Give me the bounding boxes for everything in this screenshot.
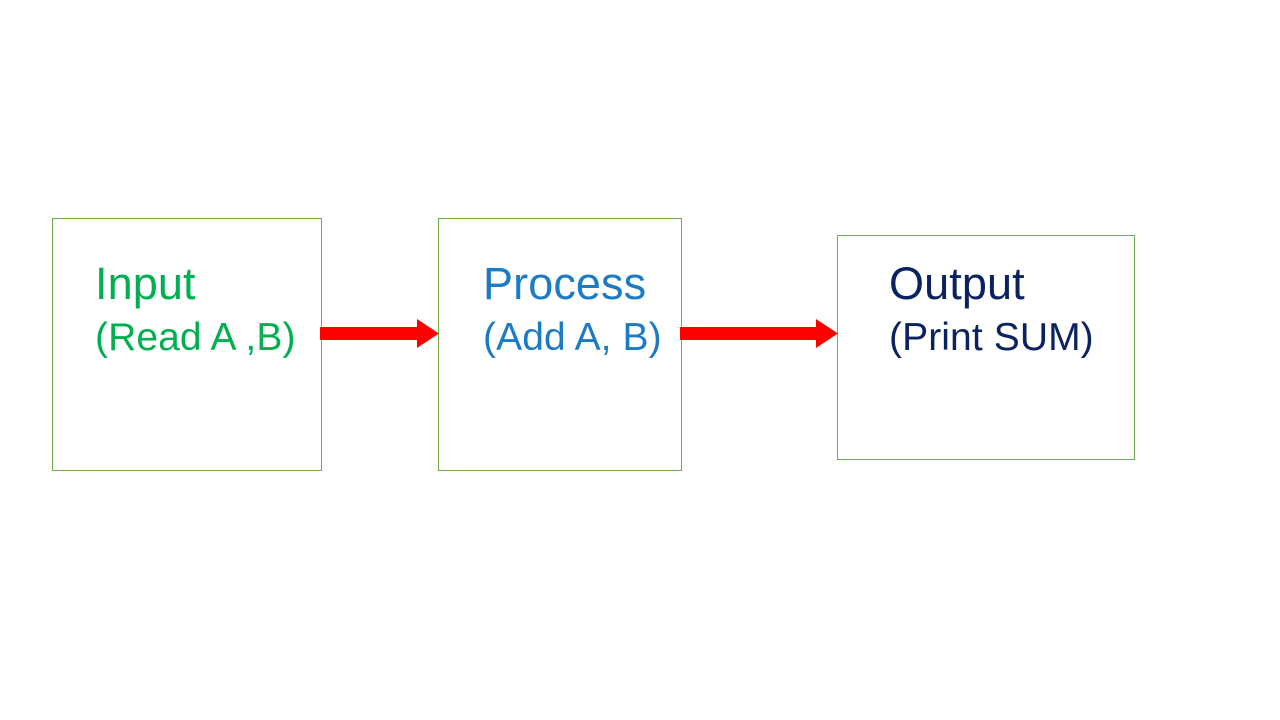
node-process-subtitle: (Add A, B) xyxy=(483,315,662,359)
arrow-right-icon xyxy=(320,319,439,348)
node-process-text: Process (Add A, B) xyxy=(483,255,662,363)
flowchart-node-process[interactable]: Process (Add A, B) xyxy=(438,218,682,471)
connector-process-to-output[interactable] xyxy=(680,310,839,358)
node-output-title: Output xyxy=(889,258,1025,309)
node-input-subtitle: (Read A ,B) xyxy=(95,315,296,359)
node-output-subtitle: (Print SUM) xyxy=(889,315,1094,359)
node-output-text: Output (Print SUM) xyxy=(889,255,1094,363)
flowchart-node-input[interactable]: Input (Read A ,B) xyxy=(52,218,322,471)
node-process-title: Process xyxy=(483,258,647,309)
connector-input-to-process[interactable] xyxy=(320,310,440,358)
arrow-right-icon xyxy=(680,319,838,348)
flowchart-node-output[interactable]: Output (Print SUM) xyxy=(837,235,1135,460)
node-input-text: Input (Read A ,B) xyxy=(95,255,296,363)
node-input-title: Input xyxy=(95,258,196,309)
